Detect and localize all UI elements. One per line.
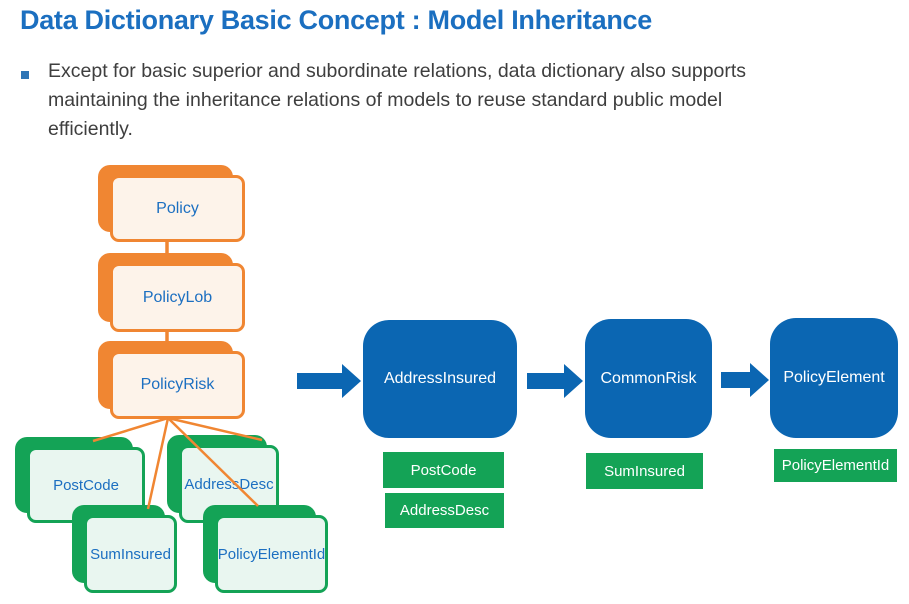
- field-label-suminsured: SumInsured: [586, 453, 703, 489]
- flow-box-commonrisk-label: CommonRisk: [600, 369, 697, 387]
- bullet-text: Except for basic superior and subordinat…: [48, 57, 858, 144]
- bullet-square-icon: [21, 71, 29, 79]
- bullet-line: efficiently.: [48, 118, 133, 140]
- model-box-policylob-face: PolicyLob: [110, 263, 245, 332]
- field-label-suminsured-text: SumInsured: [604, 462, 685, 480]
- field-label-addressdesc-text: AddressDesc: [399, 502, 490, 519]
- flow-box-policyelement: PolicyElement: [770, 318, 898, 438]
- model-box-policylob-label: PolicyLob: [142, 288, 213, 306]
- flow-box-addressinsured-label: AddressInsured: [383, 370, 497, 387]
- child-box-addressdesc-label: AddressDesc: [184, 475, 274, 493]
- flow-arrow-icon: [721, 363, 769, 397]
- flow-box-policyelement-label: PolicyElement: [783, 369, 885, 386]
- field-label-addressdesc: AddressDesc: [385, 493, 504, 528]
- model-box-policy-label: Policy: [156, 199, 199, 217]
- child-box-suminsured-label: SumInsured: [90, 545, 171, 563]
- child-box-policyelementid-label: PolicyElementId: [217, 545, 326, 563]
- field-label-postcode-text: PostCode: [410, 461, 477, 479]
- child-link-line: [146, 417, 170, 510]
- child-box-policyelementid-face: PolicyElementId: [215, 515, 328, 593]
- model-box-policyrisk: PolicyRisk: [98, 341, 245, 419]
- bullet-line: Except for basic superior and subordinat…: [48, 60, 747, 82]
- flow-box-commonrisk: CommonRisk: [585, 319, 712, 438]
- field-label-policyelementid-text: PolicyElementId: [781, 457, 890, 474]
- child-box-suminsured-face: SumInsured: [84, 515, 177, 593]
- child-box-policyelementid: PolicyElementId: [203, 505, 328, 593]
- flow-arrow-icon: [527, 364, 583, 398]
- model-box-policyrisk-face: PolicyRisk: [110, 351, 245, 419]
- child-box-postcode-label: PostCode: [53, 476, 119, 494]
- model-box-policylob: PolicyLob: [98, 253, 245, 332]
- slide-title: Data Dictionary Basic Concept : Model In…: [20, 5, 652, 35]
- model-box-policy-face: Policy: [110, 175, 245, 242]
- bullet-line: maintaining the inheritance relations of…: [48, 89, 723, 111]
- field-label-postcode: PostCode: [383, 452, 504, 488]
- flow-arrow-icon: [297, 364, 361, 398]
- field-label-policyelementid: PolicyElementId: [774, 449, 897, 482]
- model-box-policy: Policy: [98, 165, 245, 242]
- flow-box-addressinsured: AddressInsured: [363, 320, 517, 438]
- child-box-suminsured: SumInsured: [72, 505, 177, 593]
- model-box-policyrisk-label: PolicyRisk: [140, 376, 215, 393]
